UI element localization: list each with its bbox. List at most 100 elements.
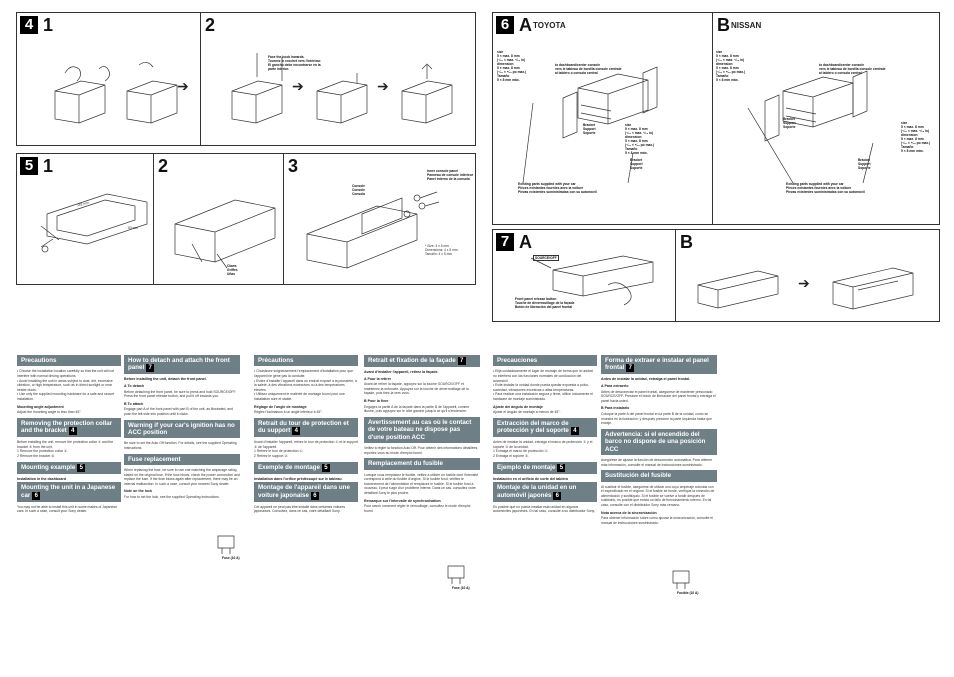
figure-panel-5: 5 1 2 3 182 mm 53 mm Claws Griffes Uñas … xyxy=(16,153,476,285)
text: Precautions xyxy=(21,357,57,364)
fuse-illustration: Fusible (10 A) xyxy=(665,565,701,595)
text: Installation in the dashboard xyxy=(17,476,66,481)
text: Warning if your car's ignition has no AC… xyxy=(128,421,235,436)
text: Cet appareil ne peut pas être installé d… xyxy=(254,504,346,514)
text: Advertencia: si el encendido del barco n… xyxy=(605,430,706,453)
screw-size-label: size 5 × max. 8 mm (⁷⁄₃₂ × max. ⁵⁄₁₆ in)… xyxy=(901,121,931,153)
text: Note on the lock xyxy=(124,489,152,494)
text: Instalación en el orificio de corte del … xyxy=(493,476,569,481)
step-number-3: 3 xyxy=(288,156,299,176)
section-heading: Avertissement au cas où le contact de vo… xyxy=(364,416,480,443)
fuse-label: Fusible (10 A) xyxy=(677,591,699,595)
subheading: B Para instalarlo xyxy=(601,406,717,411)
text: Remarque sur l'intervalle de synchronisa… xyxy=(364,498,441,503)
body-text: Lorsque vous remplacez le fusible, veill… xyxy=(364,473,480,496)
text: Veillez à régler la fonction Auto Off. P… xyxy=(364,445,479,455)
text: Avant de retirer la façade, appuyez sur … xyxy=(364,382,469,396)
screw-size-label: size 5 × max. 8 mm (⁷⁄₃₂ × max. ⁵⁄₁₆ in)… xyxy=(625,123,655,155)
text-column: How to detach and attach the front panel… xyxy=(124,355,240,503)
section-heading: Montaje de la unidad en un automóvil jap… xyxy=(493,482,597,502)
subheading: Before installing the unit, detach the f… xyxy=(124,377,240,382)
figure-panel-6: 6 A TOYOTA B NISSAN size 5 × max. 8 mm (… xyxy=(492,12,940,225)
figure-ref-badge: 5 xyxy=(557,463,566,472)
section-heading: Forma de extraer e instalar el panel fro… xyxy=(601,355,717,375)
text: Mounting angle adjustment xyxy=(17,404,64,409)
arrow-icon: ➔ xyxy=(177,78,189,94)
body-text: You may not be able to install this unit… xyxy=(17,505,121,514)
subheading: Ajuste del ángulo de montaje xyxy=(493,405,597,410)
body-text: Es posible que no pueda instalar esta un… xyxy=(493,505,597,514)
text-column: Précautions• Choisissez soigneusement l'… xyxy=(254,355,358,517)
text: Exemple de montage xyxy=(258,463,320,471)
subheading: Installation in the dashboard xyxy=(17,477,121,482)
subheading: Réglage de l'angle de montage xyxy=(254,405,358,410)
figure-panel-4: 4 1 2 Face the hook inwards. Tournez le … xyxy=(16,12,476,146)
body-text: • Elija cuidadosamente el lugar de monta… xyxy=(493,369,597,401)
text: Avertissement au cas où le contact de vo… xyxy=(368,418,472,441)
subheading: Remarque sur l'intervalle de synchronisa… xyxy=(364,499,480,504)
figure-ref-badge: 7 xyxy=(626,364,635,373)
source-off-button-label: SOURCE/OFF xyxy=(533,255,559,261)
text: Removing the protection collar and the b… xyxy=(21,419,113,435)
body-text: Veillez à régler la fonction Auto Off. P… xyxy=(364,446,480,455)
text: Ejemplo de montaje xyxy=(497,463,556,471)
figure-ref-badge: 5 xyxy=(77,463,86,472)
figure-badge-5: 5 xyxy=(20,157,38,175)
text: How to detach and attach the front panel xyxy=(128,357,230,372)
text: • Elija cuidadosamente el lugar de monta… xyxy=(493,369,593,401)
fuse-label: Fuse (10 A) xyxy=(222,556,240,560)
body-text: Para obtener información sobre cómo ajus… xyxy=(601,516,717,525)
text: Adjust the mounting angle to less than 4… xyxy=(17,410,82,415)
step-number-2: 2 xyxy=(158,156,169,176)
bracket-label: Bracket Support Soporte xyxy=(858,158,871,170)
screw-size-label: size 5 × max. 8 mm (⁷⁄₃₂ × max. ⁵⁄₁₆ in)… xyxy=(716,50,746,82)
bracket-label: Bracket Support Soporte xyxy=(783,117,796,129)
text: Mounting the unit in a Japanese car xyxy=(21,484,116,499)
body-text: Coloque la parte A del panel frontal en … xyxy=(601,412,717,426)
text: Nota acerca de la sincronización xyxy=(601,510,657,515)
text: Ajuste el ángulo de montaje a menos de 4… xyxy=(493,410,561,415)
text: Asegúrese de ajustar la función de desco… xyxy=(601,457,713,467)
text: Extracción del marco de protección y del… xyxy=(497,419,569,435)
subheading: Antes de instalar la unidad, extraiga el… xyxy=(601,377,717,382)
subheading: B Pour la fixer xyxy=(364,399,480,404)
text: Before installing the unit, detach the f… xyxy=(124,377,207,382)
subheading: Note on the lock xyxy=(124,489,240,494)
text: A Para extraerlo xyxy=(601,384,629,388)
section-divider xyxy=(675,230,676,321)
section-letter-b: B xyxy=(680,232,693,252)
body-text: • Choose the installation location caref… xyxy=(17,369,121,401)
subheading: Nota acerca de la sincronización xyxy=(601,511,717,516)
body-text: Ajuste el ángulo de montaje a menos de 4… xyxy=(493,410,597,415)
arrow-icon: ➔ xyxy=(292,78,304,94)
section-heading: Advertencia: si el encendido del barco n… xyxy=(601,428,717,455)
text: Before installing the unit, remove the p… xyxy=(17,440,114,458)
text: Pour savoir comment régler le verrouilla… xyxy=(364,504,471,513)
text: • Choose the installation location caref… xyxy=(17,369,115,401)
bracket-label: Bracket Support Soporte xyxy=(630,158,643,170)
fuse-illustration: Fuse (10 A) xyxy=(440,560,476,590)
section-heading: Warning if your car's ignition has no AC… xyxy=(124,419,240,439)
text: Coloque la parte A del panel frontal en … xyxy=(601,411,712,426)
not-supplied-note: * Size: 4 x 5 mm Dimensions: 4 x 5 mm Ta… xyxy=(425,244,458,256)
text: Engage part A of the front panel with pa… xyxy=(124,407,233,416)
text: Antes de instalar la unidad, extraiga el… xyxy=(493,440,593,458)
text: Para obtener información sobre cómo ajus… xyxy=(601,516,713,525)
text: B Pour la fixer xyxy=(364,398,389,403)
text: Ajuste del ángulo de montaje xyxy=(493,404,543,409)
existing-parts-label: Existing parts supplied with your car Pi… xyxy=(518,182,597,194)
section-heading: Fuse replacement xyxy=(124,453,240,465)
figure-ref-badge: 6 xyxy=(32,491,41,500)
body-text: Avant d'installer l'appareil, retirez le… xyxy=(254,440,358,458)
text: Antes de instalar la unidad, extraiga el… xyxy=(601,377,691,382)
body-text: Be sure to set the Auto Off function. Fo… xyxy=(124,441,240,450)
body-text: • Choisissez soigneusement l'emplacement… xyxy=(254,369,358,401)
claws-label: Claws Griffes Uñas xyxy=(227,264,238,276)
body-text: When replacing the fuse, be sure to use … xyxy=(124,468,240,486)
figure-panel-7: 7 A B SOURCE/OFF Front panel release but… xyxy=(492,229,940,322)
arrow-icon: ➔ xyxy=(798,275,810,291)
figure-badge-4: 4 xyxy=(20,16,38,34)
section-heading: Remplacement du fusible xyxy=(364,458,480,470)
